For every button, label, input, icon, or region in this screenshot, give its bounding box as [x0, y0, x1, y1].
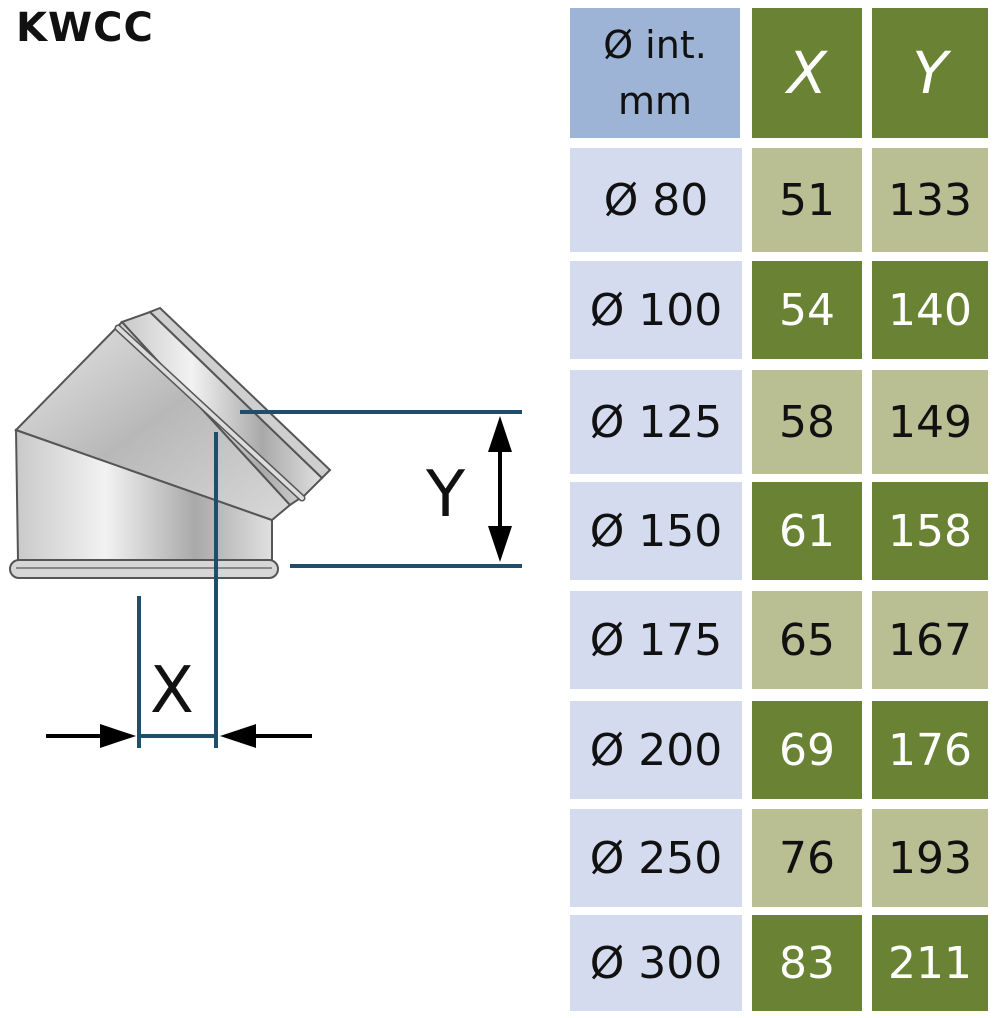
elbow-drawing: Y X	[9, 306, 522, 748]
row-diameter: Ø 300	[570, 915, 742, 1011]
row-diameter: Ø 125	[570, 370, 742, 474]
header-diameter: Ø int. mm	[570, 8, 740, 138]
row-y-value: 140	[872, 261, 988, 359]
dimension-x	[46, 432, 312, 748]
elbow-body	[9, 306, 332, 579]
row-x-value: 54	[752, 261, 862, 359]
product-title: KWCC	[16, 5, 154, 51]
label-x: X	[150, 654, 194, 728]
row-diameter: Ø 175	[570, 591, 742, 689]
row-x-value: 65	[752, 591, 862, 689]
header-y: Y	[872, 8, 988, 138]
row-y-value: 176	[872, 701, 988, 799]
row-y-value: 167	[872, 591, 988, 689]
row-y-value: 158	[872, 482, 988, 580]
row-y-value: 193	[872, 809, 988, 907]
row-x-value: 83	[752, 915, 862, 1011]
row-x-value: 58	[752, 370, 862, 474]
row-y-value: 133	[872, 148, 988, 252]
row-diameter: Ø 200	[570, 701, 742, 799]
row-x-value: 51	[752, 148, 862, 252]
dimension-y	[240, 410, 522, 568]
row-x-value: 76	[752, 809, 862, 907]
row-diameter: Ø 80	[570, 148, 742, 252]
header-diameter-line1: Ø int.	[603, 23, 707, 67]
row-diameter: Ø 100	[570, 261, 742, 359]
row-y-value: 211	[872, 915, 988, 1011]
row-y-value: 149	[872, 370, 988, 474]
row-x-value: 61	[752, 482, 862, 580]
label-y: Y	[425, 458, 466, 532]
header-diameter-line2: mm	[617, 79, 693, 123]
header-x: X	[752, 8, 862, 138]
row-diameter: Ø 250	[570, 809, 742, 907]
row-diameter: Ø 150	[570, 482, 742, 580]
row-x-value: 69	[752, 701, 862, 799]
